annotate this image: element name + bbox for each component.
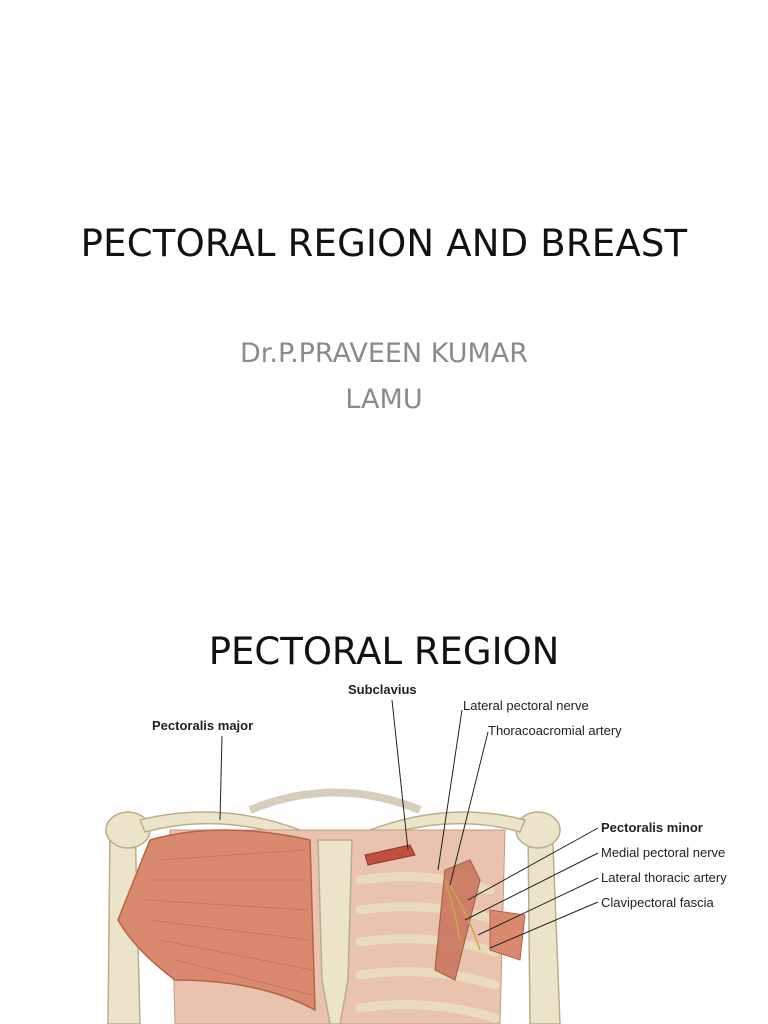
upper-rib-arch [248,788,422,814]
label-clavipectoral-fascia: Clavipectoral fascia [601,895,714,910]
pectoralis-major-muscle [117,829,316,1012]
sternum [317,839,353,1024]
label-lateral-pectoral-nerve: Lateral pectoral nerve [463,698,589,713]
label-thoracoacromial-artery: Thoracoacromial artery [488,723,622,738]
muscle-fibers-left [144,849,313,996]
pectoralis-minor-muscle [434,859,481,981]
label-medial-pectoral-nerve: Medial pectoral nerve [601,845,725,860]
label-subclavius: Subclavius [348,682,417,697]
subclavius-muscle [364,844,416,866]
label-leaders [219,699,599,949]
label-lateral-thoracic-artery: Lateral thoracic artery [601,870,727,885]
right-humerus [527,818,561,1024]
lateral-muscle-patch [489,909,526,961]
section-title: PECTORAL REGION [208,630,560,673]
title-slide: PECTORAL REGION AND BREAST Dr.P.PRAVEEN … [80,222,688,415]
affiliation: LAMU [345,384,423,415]
slide-title: PECTORAL REGION AND BREAST [80,222,688,265]
author-name: Dr.P.PRAVEEN KUMAR [240,338,528,369]
anatomy-illustration: Pectoralis major Subclavius Lateral pect… [105,682,727,1024]
label-pectoralis-minor: Pectoralis minor [601,820,703,835]
label-pectoralis-major: Pectoralis major [152,718,253,733]
right-shoulder-head [515,811,561,849]
pectoral-region-slide: PECTORAL REGION [0,580,768,1024]
